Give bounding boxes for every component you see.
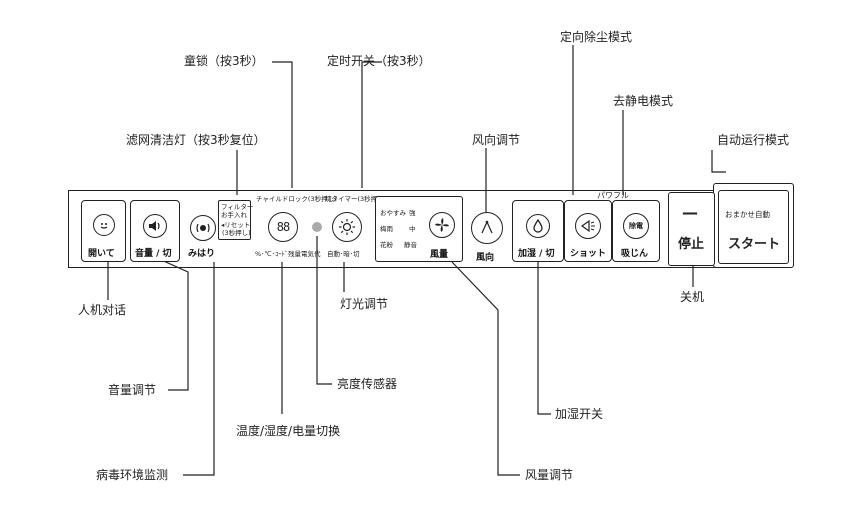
filter-reset-button[interactable]: フィルター お手入れ ◂リセット (3秒押し): [218, 200, 254, 240]
callout-filter-lamp: 滤网清洁灯（按3秒复位）: [126, 133, 266, 147]
callout-dust-mode: 定向除尘模式: [560, 30, 633, 44]
humid-label: 加湿 / 切: [518, 249, 555, 259]
light-caption: 自動･暗･切: [327, 250, 360, 258]
brightness-sensor: [312, 222, 322, 232]
filter-text-line2: お手入れ: [221, 211, 247, 219]
filter-text-line4: (3秒押し): [222, 229, 251, 237]
callout-wind-dir: 风向调节: [472, 133, 521, 147]
display-button[interactable]: 88: [268, 212, 298, 242]
volume-button[interactable]: 音量 / 切: [130, 200, 180, 262]
shot-button[interactable]: ショット: [564, 200, 612, 262]
callout-static-mode: 去静电模式: [613, 94, 674, 108]
mihari-label: みはり: [188, 249, 216, 259]
callout-volume: 音量调节: [108, 383, 157, 397]
start-label: スタート: [728, 237, 781, 252]
filter-text-line1: フィルター: [221, 203, 254, 211]
fan-panel[interactable]: おやすみ 強 梅雨 中 花粉 静音 風量: [375, 196, 463, 262]
callout-brightness: 亮度传感器: [337, 377, 398, 391]
humidify-button[interactable]: 加湿 / 切: [512, 200, 564, 262]
callout-light-adjust: 灯光调节: [340, 297, 389, 311]
callout-power-off: 关机: [680, 290, 705, 304]
static-inner: 除電: [629, 222, 643, 230]
display-caption: %･℃･ｺｰﾄﾞ残量電気代: [255, 250, 321, 258]
fan-icon: [429, 212, 455, 238]
volume-label: 音量 / 切: [135, 249, 172, 259]
filter-text-line3: ◂リセット: [221, 221, 251, 229]
child-lock-label: チャイルドロック(3秒押し): [256, 195, 337, 203]
face-icon: [93, 214, 115, 236]
wind-dir-label: 風向: [476, 253, 495, 263]
fan-mode-rainy: 梅雨: [380, 225, 393, 233]
callout-interaction: 人机对话: [78, 303, 127, 317]
stop-button[interactable]: — 停止: [668, 192, 715, 266]
fan-mode-strong: 強: [409, 209, 416, 217]
wind-direction-button[interactable]: [471, 212, 503, 244]
powerful-label: パワフル: [597, 191, 629, 200]
fan-mode-mid: 中: [409, 225, 416, 233]
sun-icon: [339, 219, 355, 235]
callout-auto-mode: 自动运行模式: [717, 133, 790, 147]
callout-child-lock: 童锁（按3秒）: [184, 54, 264, 68]
auto-start-button[interactable]: おまかせ自動 スタート: [718, 190, 789, 264]
callout-timer: 定时开关（按3秒）: [327, 54, 431, 68]
mihari-button[interactable]: [190, 215, 216, 241]
fan-label: 風量: [430, 250, 449, 260]
light-button[interactable]: [332, 212, 362, 242]
suction-button[interactable]: 除電 吸じん: [612, 200, 660, 262]
stop-label: 停止: [678, 237, 705, 252]
display-digits: 88: [276, 220, 290, 234]
stop-dash: —: [682, 203, 698, 222]
auto-small-label: おまかせ自動: [725, 210, 770, 219]
timer-label: 切タイマー(3秒押し): [325, 195, 387, 203]
fan-mode-sleep: おやすみ: [380, 209, 406, 217]
callout-wind-volume: 风量调节: [525, 468, 574, 482]
open-button[interactable]: 開いて: [81, 200, 126, 262]
callout-temp-switch: 温度/湿度/电量切换: [236, 424, 341, 438]
open-label: 開いて: [88, 249, 115, 259]
wind-direction-icon: [481, 220, 493, 234]
static-remove-icon: 除電: [623, 213, 649, 239]
suction-label: 吸じん: [621, 249, 649, 259]
water-drop-icon: [526, 214, 550, 238]
speaker-icon: [143, 214, 167, 238]
callout-humidify: 加湿开关: [555, 407, 604, 421]
shot-icon: [575, 213, 601, 239]
callout-virus-monitor: 病毒环境监测: [96, 468, 169, 482]
fan-mode-quiet: 静音: [404, 241, 417, 249]
shot-label: ショット: [570, 249, 607, 259]
fan-mode-pollen: 花粉: [380, 241, 393, 249]
